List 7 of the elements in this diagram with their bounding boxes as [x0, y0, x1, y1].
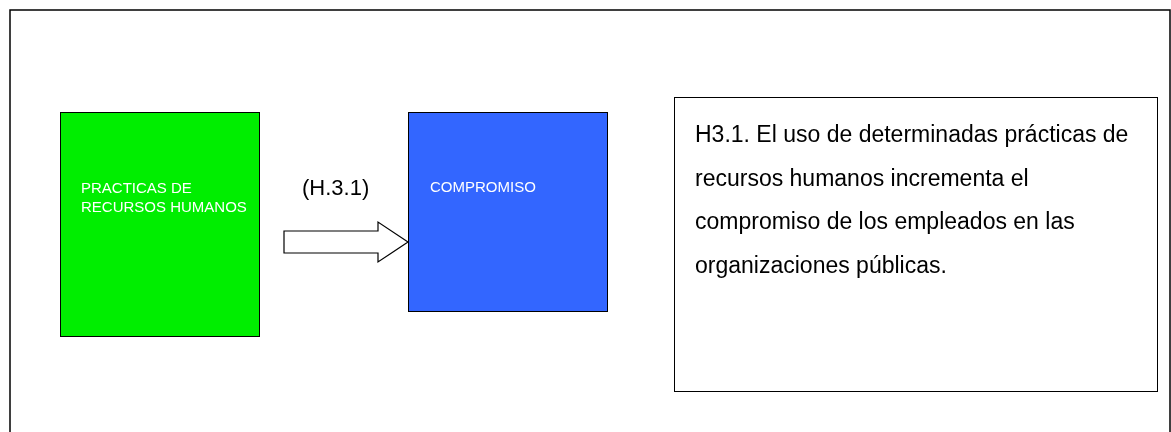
node-text: H3.1. El uso de determinadas prácticas de recursos humanos incrementa el compromiso de los empleados en las organizaciones públicas.	[695, 120, 1130, 280]
node-text: PRACTICAS DE RECURSOS HUMANOS	[81, 178, 248, 216]
hypothesis-box	[674, 97, 1158, 392]
node-text: COMPROMISO	[430, 177, 537, 196]
block-arrow	[283, 220, 410, 264]
process-box	[60, 112, 260, 337]
process-box	[408, 112, 608, 312]
